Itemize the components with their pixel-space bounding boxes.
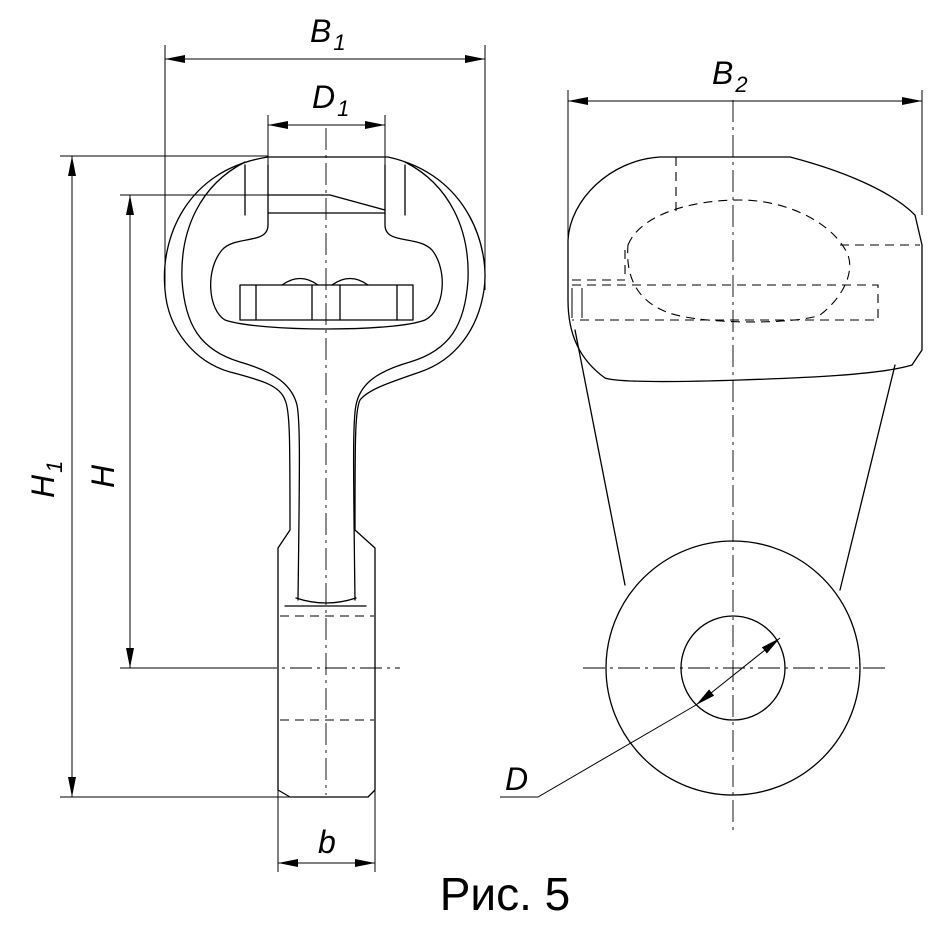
label-b: b (318, 824, 336, 860)
front-pin-detail (255, 277, 398, 321)
dim-d-leader (500, 704, 697, 798)
label-h: H (85, 464, 121, 488)
side-hidden-slot (572, 157, 920, 321)
side-shank (574, 329, 896, 591)
dimension-labels: B1 D1 B2 H1 H b D (25, 13, 748, 860)
front-view (163, 128, 486, 798)
side-head-outline (567, 156, 923, 383)
front-bridge (267, 194, 386, 214)
label-h1: H1 (25, 461, 67, 498)
front-head-outline (163, 156, 486, 798)
front-pin-slot (239, 284, 414, 321)
label-d: D (505, 761, 528, 797)
front-eye-opening (210, 164, 443, 330)
figure-caption: Рис. 5 (440, 868, 571, 920)
dim-d-line (695, 637, 781, 706)
side-view (567, 100, 923, 832)
side-pin-end (571, 288, 583, 318)
label-b1: B1 (310, 13, 346, 55)
front-neck-transition (284, 597, 367, 607)
dimension-lines (60, 45, 923, 872)
side-hidden-cavity (627, 199, 851, 323)
label-d1: D1 (312, 79, 349, 121)
label-b2: B2 (712, 55, 748, 97)
front-head-inner-contour (181, 161, 469, 601)
front-eye-inner-fillets (244, 164, 406, 216)
